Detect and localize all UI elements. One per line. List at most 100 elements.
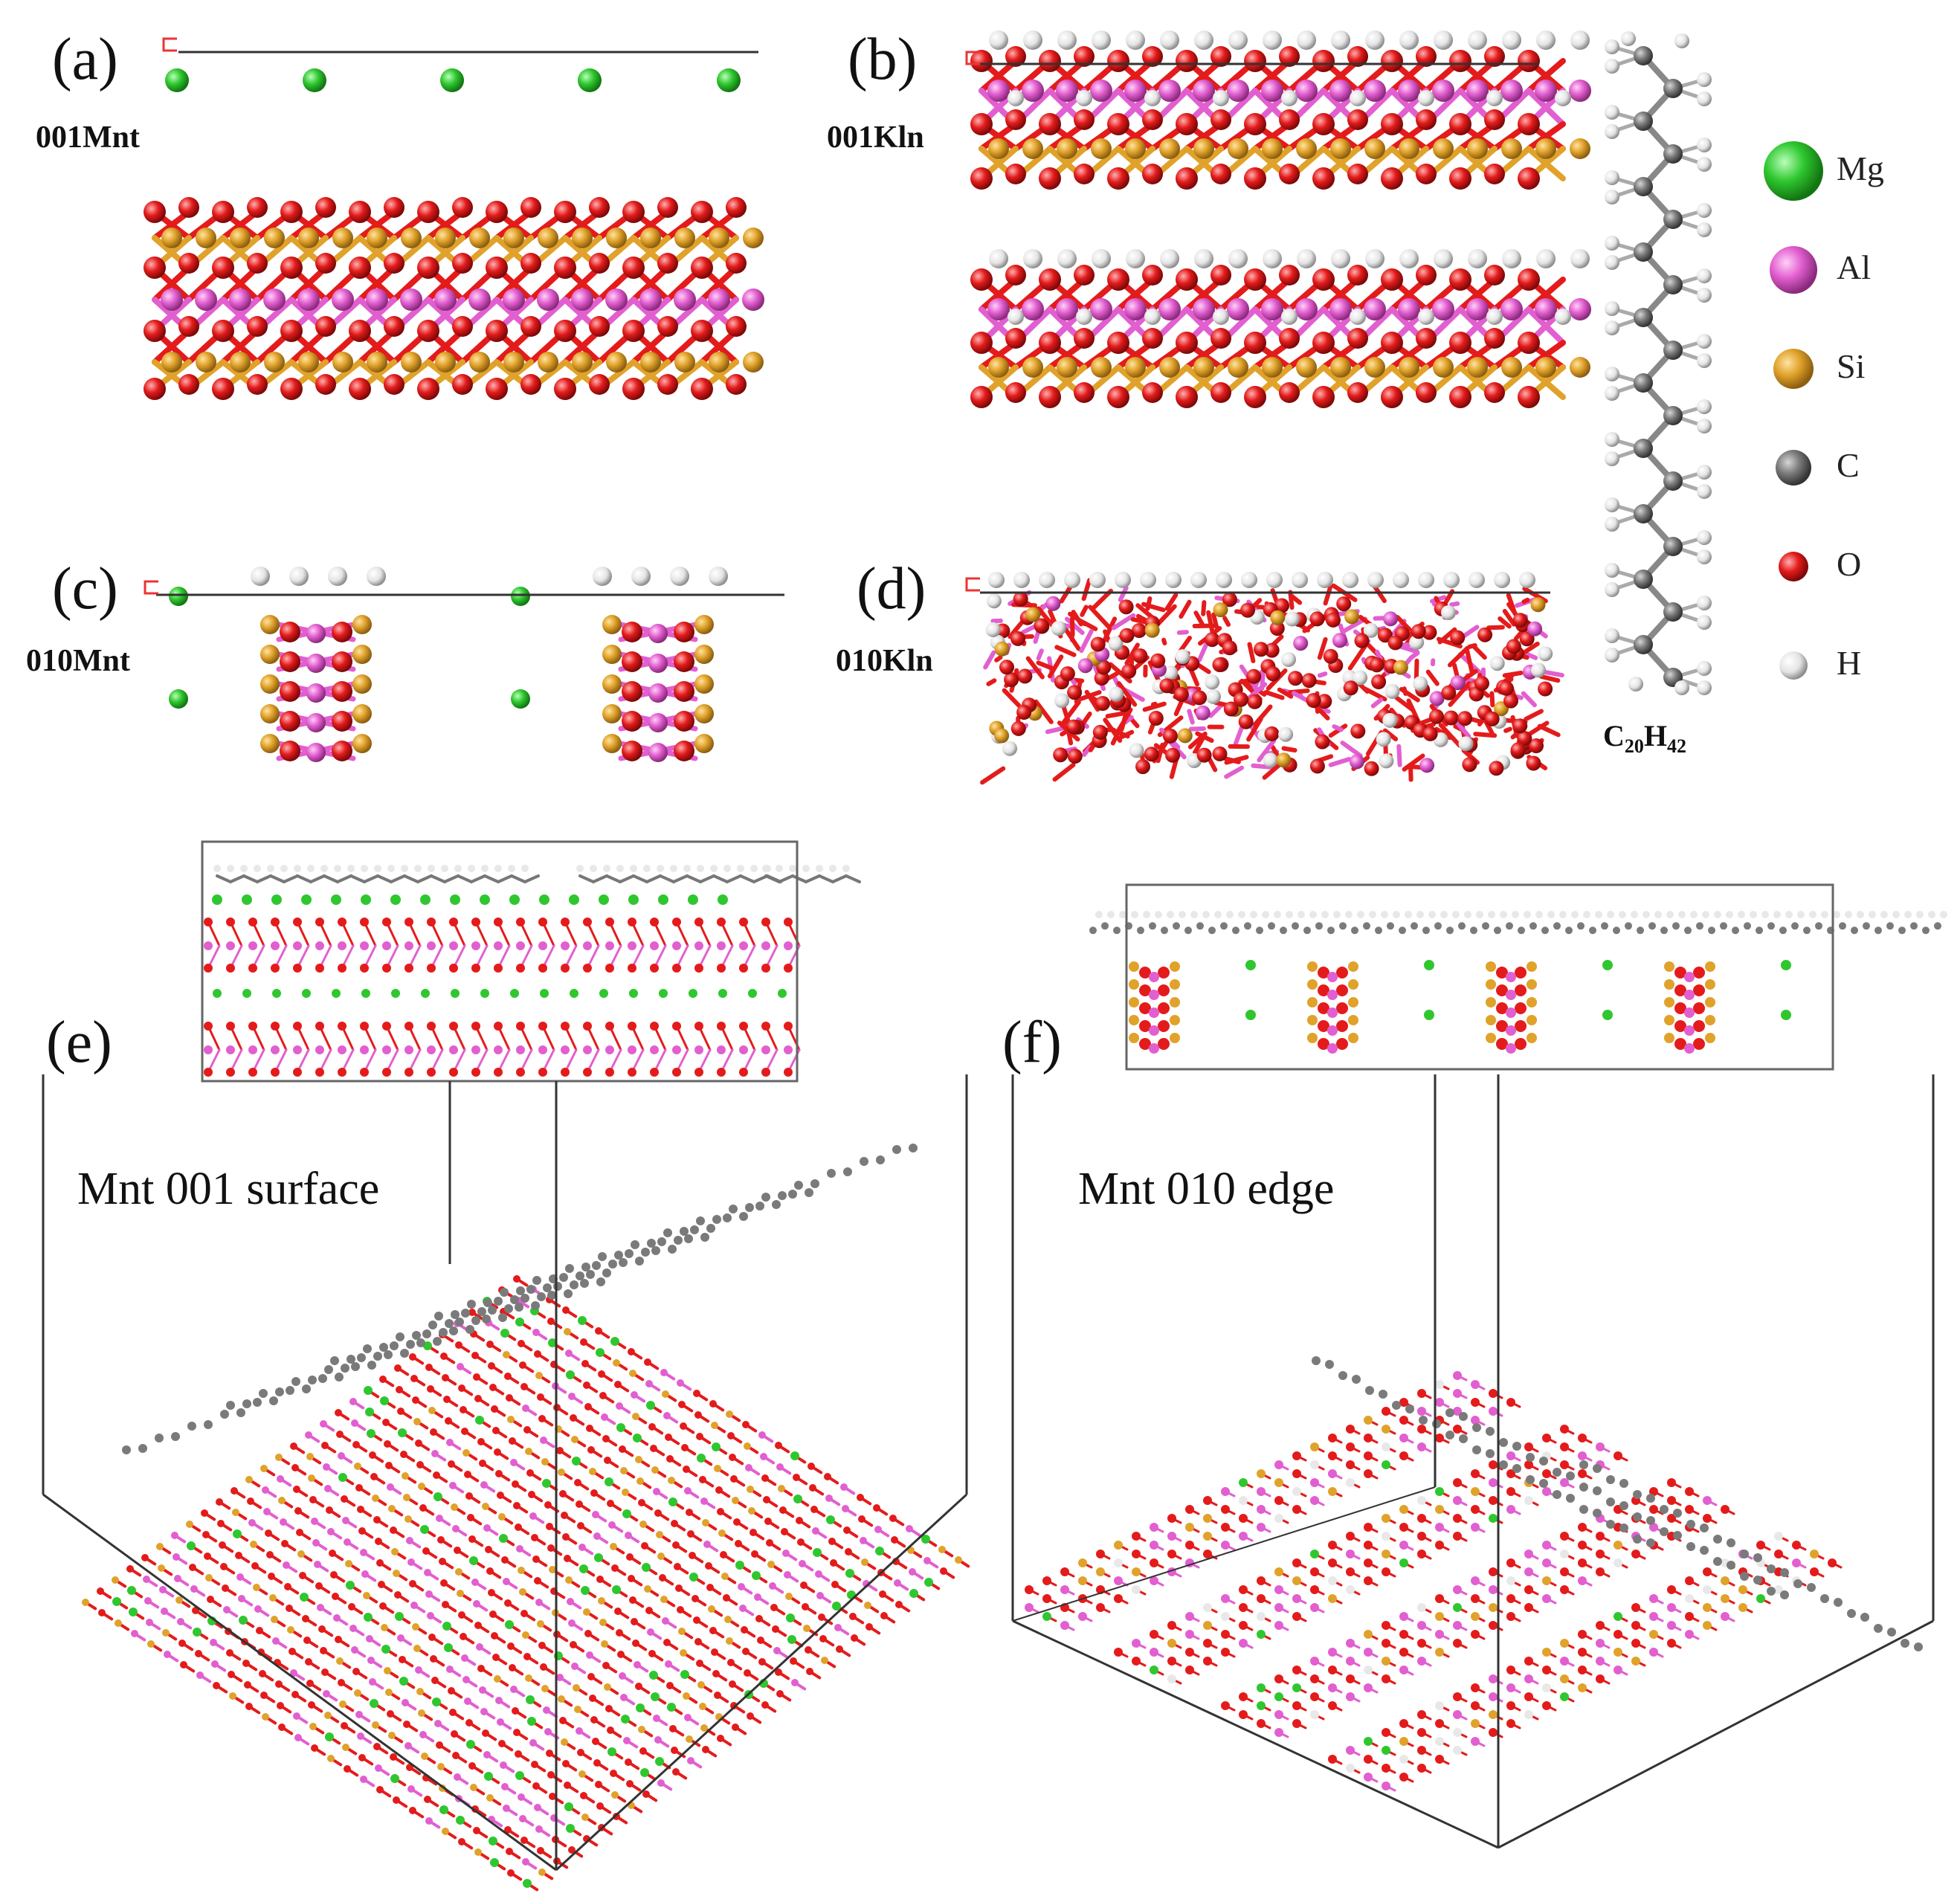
atom-al bbox=[653, 1488, 660, 1495]
atom-o bbox=[657, 374, 678, 395]
atom-o bbox=[311, 1744, 318, 1752]
atom-al bbox=[825, 1495, 833, 1502]
atom-o bbox=[534, 1350, 541, 1358]
atom-o bbox=[486, 320, 508, 342]
atom-o bbox=[1039, 113, 1061, 135]
atom-c bbox=[1633, 1535, 1642, 1544]
panel-e-box-edge bbox=[42, 1493, 557, 1871]
atom-al bbox=[1185, 1630, 1194, 1639]
atom-si bbox=[613, 1359, 620, 1367]
atom-o bbox=[403, 1721, 410, 1728]
atom-al bbox=[1332, 633, 1347, 648]
atom-o bbox=[1239, 1621, 1248, 1630]
bond bbox=[390, 874, 406, 883]
atom-al bbox=[173, 1553, 180, 1561]
atom-h bbox=[697, 865, 704, 872]
atom-c bbox=[1379, 1390, 1387, 1399]
atom-h bbox=[347, 865, 355, 872]
atom-o bbox=[531, 1534, 538, 1541]
atom-o bbox=[784, 1068, 793, 1077]
atom-c bbox=[1619, 1501, 1628, 1510]
atom-al bbox=[311, 1518, 318, 1525]
atom-al bbox=[1417, 1442, 1426, 1451]
atom-mg bbox=[484, 1772, 493, 1781]
atom-h bbox=[1536, 30, 1556, 50]
atom-o bbox=[891, 1536, 898, 1544]
atom-h bbox=[985, 622, 1001, 637]
atom-h bbox=[1726, 911, 1733, 918]
atom-o bbox=[1542, 1469, 1551, 1478]
atom-h bbox=[1560, 1550, 1569, 1558]
atom-o bbox=[810, 1506, 818, 1513]
panel-e-box-edge bbox=[555, 1493, 968, 1871]
atom-c bbox=[1613, 926, 1620, 935]
atom-o bbox=[1449, 332, 1471, 354]
bond bbox=[1457, 277, 1498, 312]
atom-o bbox=[471, 964, 480, 973]
bond bbox=[631, 209, 671, 241]
atom-si bbox=[711, 1422, 718, 1429]
bond bbox=[1047, 58, 1087, 94]
atom-o bbox=[711, 1648, 718, 1656]
atom-o bbox=[506, 1394, 513, 1402]
atom-o bbox=[1279, 46, 1300, 67]
atom-h bbox=[1057, 30, 1077, 50]
legend-label-c: C bbox=[1837, 446, 1860, 484]
atom-o bbox=[1309, 611, 1325, 627]
atom-o bbox=[293, 1022, 302, 1031]
atom-h bbox=[1605, 517, 1619, 532]
atom-mg bbox=[924, 1578, 933, 1587]
atom-c bbox=[445, 1319, 454, 1328]
atom-al bbox=[387, 1483, 394, 1491]
atom-o bbox=[1631, 1621, 1640, 1630]
atom-o bbox=[1132, 1532, 1141, 1541]
atom-mg bbox=[594, 1553, 603, 1562]
legend-label-h: H bbox=[1837, 644, 1862, 682]
atom-h bbox=[1555, 309, 1571, 325]
atom-o bbox=[1203, 1639, 1212, 1648]
atom-o bbox=[828, 1538, 836, 1545]
atom-al bbox=[672, 941, 681, 950]
atom-si bbox=[297, 1550, 305, 1558]
atom-o bbox=[1347, 164, 1368, 184]
atom-si bbox=[269, 1594, 277, 1602]
atom-si bbox=[598, 1597, 605, 1605]
atom-al bbox=[338, 1045, 346, 1054]
atom-al bbox=[1327, 1043, 1338, 1054]
atom-si bbox=[253, 1584, 260, 1591]
atom-o bbox=[1132, 623, 1147, 638]
atom-al bbox=[1364, 1773, 1373, 1782]
atom-o bbox=[452, 1752, 460, 1759]
atom-o bbox=[1310, 1585, 1319, 1594]
atom-h bbox=[1845, 911, 1852, 918]
atom-o bbox=[315, 1582, 323, 1590]
atom-c bbox=[275, 1387, 284, 1396]
atom-o bbox=[1721, 1505, 1729, 1514]
atom-al bbox=[375, 1764, 382, 1772]
atom-mg bbox=[505, 1620, 514, 1629]
atom-o bbox=[494, 1068, 503, 1077]
atom-mg bbox=[569, 894, 579, 905]
atom-h bbox=[1399, 30, 1419, 50]
atom-o bbox=[583, 1022, 592, 1031]
atom-si bbox=[1664, 961, 1674, 972]
atom-c bbox=[1700, 1546, 1709, 1555]
bond bbox=[818, 874, 834, 883]
atom-al bbox=[204, 941, 213, 950]
atom-si bbox=[1578, 1683, 1587, 1692]
bond bbox=[1002, 688, 1022, 709]
atom-o bbox=[638, 1499, 645, 1506]
atom-h bbox=[1773, 911, 1781, 918]
atom-al bbox=[1684, 990, 1695, 1000]
bond bbox=[994, 655, 1003, 662]
atom-si bbox=[457, 1590, 464, 1597]
atom-o bbox=[1560, 1532, 1569, 1541]
atom-o bbox=[1542, 1434, 1551, 1442]
atom-mg bbox=[748, 989, 757, 998]
atom-si bbox=[1170, 961, 1180, 972]
atom-o bbox=[761, 1474, 769, 1482]
atom-al bbox=[1792, 1558, 1801, 1567]
atom-o bbox=[1417, 1532, 1426, 1541]
atom-al bbox=[784, 1045, 793, 1054]
atom-h bbox=[1202, 911, 1210, 918]
